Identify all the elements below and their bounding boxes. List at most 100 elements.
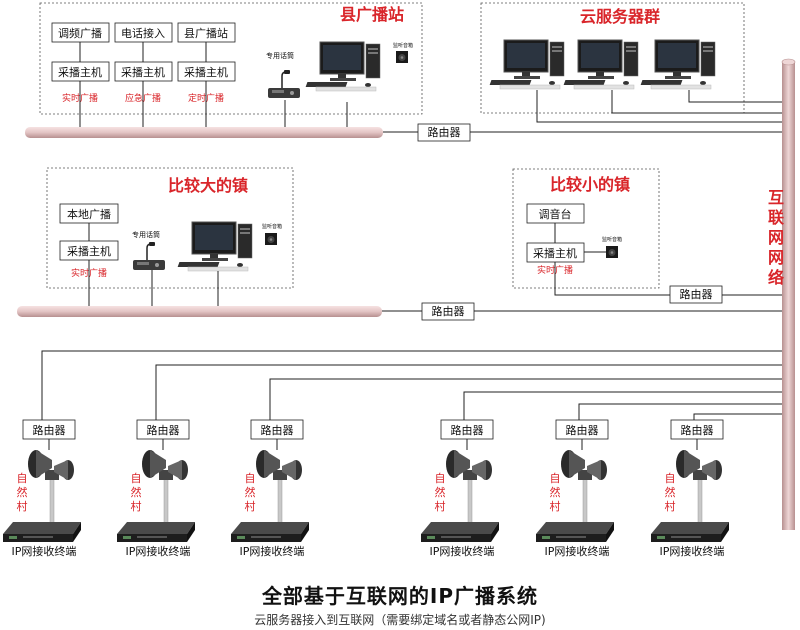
svg-text:然: 然 [665, 485, 676, 499]
svg-text:路由器: 路由器 [147, 423, 180, 437]
county-station-title: 县广播站 [340, 5, 404, 24]
big-town-mic-console [132, 241, 166, 271]
cloud-server-2 [563, 39, 639, 90]
ip-terminal-label-3: IP网接收终端 [240, 544, 305, 558]
big-town-links [88, 223, 219, 306]
county-station-box: 县广播站 [184, 26, 228, 40]
cloud-server-1 [489, 39, 565, 90]
horn-speaker-2 [141, 449, 189, 530]
svg-text:路由器: 路由器 [261, 423, 294, 437]
horn-speaker-4 [445, 449, 493, 530]
svg-text:村: 村 [245, 499, 256, 513]
svg-text:自: 自 [665, 472, 676, 485]
small-town-speaker-label: 监听音箱 [602, 236, 622, 243]
county-mic-console [267, 69, 301, 99]
village-3: 路由器 自 然 村 IP网接收终端 [231, 419, 309, 558]
svg-text:然: 然 [435, 485, 446, 499]
cloud-server-title: 云服务器群 [580, 7, 660, 26]
svg-text:路由器: 路由器 [33, 423, 66, 437]
big-town-capture-host: 采播主机 [67, 244, 111, 258]
diagram-title: 全部基于互联网的IP广播系统 [261, 584, 538, 608]
svg-text:自: 自 [550, 472, 561, 485]
svg-text:村: 村 [131, 499, 142, 513]
ip-terminal-1 [3, 522, 81, 542]
ip-terminal-5 [536, 522, 614, 542]
small-town-links [554, 223, 670, 296]
small-town-monitor-speaker [606, 246, 618, 258]
internet-backbone [782, 62, 795, 530]
county-lan-bus [25, 127, 383, 138]
local-broadcast-box: 本地广播 [67, 207, 111, 221]
horn-speaker-1 [27, 449, 75, 530]
small-town-capture-host: 采播主机 [533, 246, 577, 260]
county-source-boxes [51, 22, 236, 82]
village-4: 路由器 自 然 村 IP网接收终端 [421, 419, 499, 558]
cloud-server-3 [640, 39, 716, 90]
svg-text:自: 自 [131, 472, 142, 485]
big-town-router-label: 路由器 [432, 304, 465, 318]
svg-text:自: 自 [245, 472, 256, 485]
county-monitor-speaker [396, 51, 408, 63]
svg-text:村: 村 [550, 499, 561, 513]
svg-text:互: 互 [768, 188, 784, 207]
county-station-frame [39, 2, 423, 115]
village-feed-lines [41, 350, 782, 420]
cloud-links [536, 90, 782, 123]
svg-text:村: 村 [17, 499, 28, 513]
ip-terminal-4 [421, 522, 499, 542]
svg-text:路由器: 路由器 [451, 423, 484, 437]
ip-terminal-6 [651, 522, 729, 542]
big-town-title: 比较大的镇 [168, 176, 248, 195]
diagram-subtitle: 云服务器接入到互联网（需要绑定域名或者静态公网IP) [254, 612, 545, 627]
village-6: 路由器 自 然 村 IP网接收终端 [651, 419, 729, 558]
small-town-title: 比较小的镇 [550, 175, 630, 194]
village-1: 路由器 自 然 村 IP网接收终端 [3, 419, 81, 558]
horn-speaker-3 [255, 449, 303, 530]
ip-terminal-label-2: IP网接收终端 [126, 544, 191, 558]
big-town-monitor-speaker [265, 233, 277, 245]
county-router-label: 路由器 [428, 125, 461, 139]
svg-text:络: 络 [768, 268, 784, 287]
svg-text:村: 村 [665, 499, 676, 513]
ip-terminal-label-1: IP网接收终端 [12, 544, 77, 558]
big-town-lan-bus [17, 306, 382, 317]
svg-text:自: 自 [17, 472, 28, 485]
ip-terminal-3 [231, 522, 309, 542]
svg-text:然: 然 [17, 485, 28, 499]
svg-text:联: 联 [768, 208, 784, 227]
big-town-workstation [177, 221, 253, 272]
county-mic-label: 专用话筒 [266, 51, 294, 60]
small-town-router-label: 路由器 [680, 287, 713, 301]
phone-access-box: 电话接入 [121, 27, 165, 40]
svg-text:路由器: 路由器 [566, 423, 599, 437]
county-workstation [305, 41, 381, 92]
village-5: 路由器 自 然 村 IP网接收终端 [536, 419, 614, 558]
ip-terminal-label-4: IP网接收终端 [430, 544, 495, 558]
internet-label: 互 联 网 网 络 [768, 188, 784, 287]
village-2: 路由器 自 然 村 IP网接收终端 [117, 419, 195, 558]
svg-text:路由器: 路由器 [681, 423, 714, 437]
svg-text:村: 村 [435, 499, 446, 513]
fm-broadcast-box: 调频广播 [58, 26, 102, 40]
small-town-boxes [526, 203, 585, 263]
svg-text:然: 然 [131, 485, 142, 499]
big-town-mic-label: 专用话筒 [132, 230, 160, 239]
big-town-speaker-label: 监听音箱 [262, 223, 282, 230]
county-links [79, 42, 348, 127]
big-town-frame [46, 167, 294, 289]
capture-host-1: 采播主机 [58, 65, 102, 79]
small-town-frame [512, 168, 660, 289]
horn-speaker-6 [675, 449, 723, 530]
horn-speaker-5 [560, 449, 608, 530]
mixer-box: 调音台 [539, 207, 572, 221]
county-speaker-label: 监听音箱 [393, 42, 413, 49]
svg-text:自: 自 [435, 472, 446, 485]
svg-text:然: 然 [550, 485, 561, 499]
capture-host-3: 采播主机 [184, 65, 228, 79]
ip-terminal-label-6: IP网接收终端 [660, 544, 725, 558]
capture-host-2: 采播主机 [121, 65, 165, 79]
svg-text:然: 然 [245, 485, 256, 499]
ip-terminal-2 [117, 522, 195, 542]
ip-terminal-label-5: IP网接收终端 [545, 544, 610, 558]
